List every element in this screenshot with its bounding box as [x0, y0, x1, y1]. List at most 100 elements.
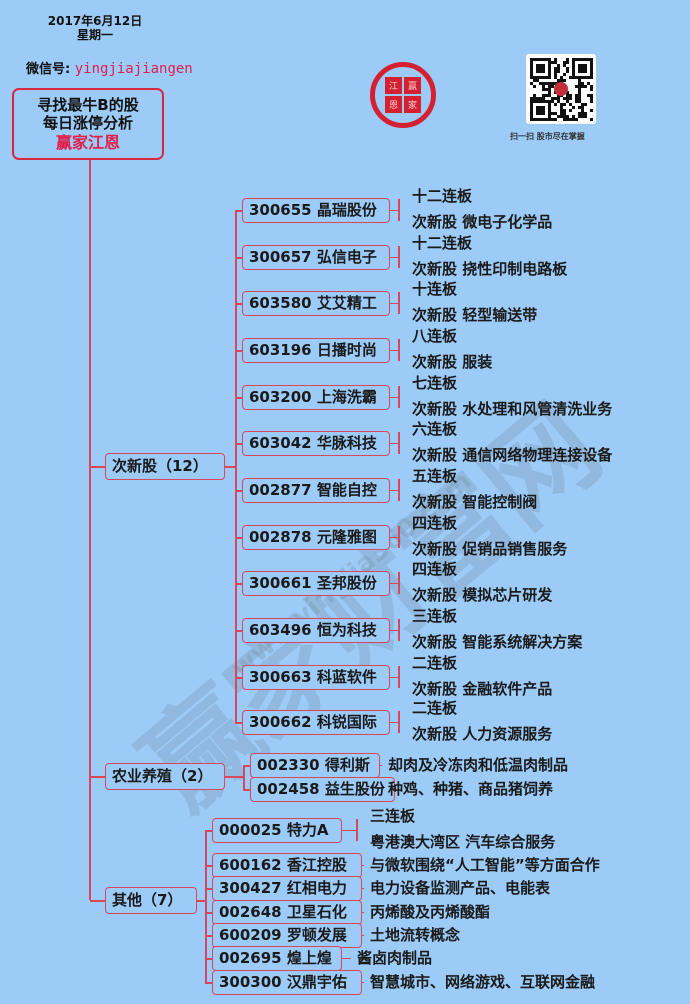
trunk-line [89, 160, 91, 900]
date-block: 2017年6月12日 星期一 [40, 14, 150, 42]
stock-node[interactable]: 603580 艾艾精工 [242, 291, 390, 316]
logo-char: 恩 [385, 96, 402, 113]
branch-connector [90, 776, 105, 778]
detail-text: 次新股 智能系统解决方案 [412, 633, 583, 651]
detail-text: 次新股 微电子化学品 [412, 213, 553, 231]
branch-spine [205, 830, 207, 982]
detail-text: 二连板 [412, 654, 458, 672]
stock-node[interactable]: 300657 弘信电子 [242, 245, 390, 270]
detail-text: 四连板 [412, 560, 458, 578]
detail-connector [342, 830, 356, 831]
detail-text: 八连板 [412, 327, 458, 345]
stock-node[interactable]: 300300 汉鼎宇佑 [212, 970, 362, 995]
branch-node[interactable]: 其他（7） [105, 887, 197, 914]
stock-node[interactable]: 600209 罗顿发展 [212, 923, 362, 948]
stock-node[interactable]: 000025 特力A [212, 818, 342, 843]
detail-text: 次新股 挠性印制电路板 [412, 260, 568, 278]
detail-text: 次新股 模拟芯片研发 [412, 586, 553, 604]
child-connector [235, 303, 242, 305]
detail-text: 智慧城市、网络游戏、互联网金融 [370, 973, 596, 991]
detail-text: 电力设备监测产品、电能表 [370, 879, 551, 897]
detail-bracket [356, 819, 358, 841]
detail-connector [390, 630, 398, 631]
root-node[interactable]: 寻找最牛B的股 每日涨停分析 赢家江恩 [12, 88, 164, 160]
stock-node[interactable]: 002458 益生股份 [250, 777, 395, 802]
detail-text: 次新股 水处理和风管清洗业务 [412, 400, 613, 418]
detail-connector [390, 397, 398, 398]
stock-node[interactable]: 600162 香江控股 [212, 853, 362, 878]
branch-node[interactable]: 农业养殖（2） [105, 763, 225, 790]
child-connector [205, 935, 212, 937]
branch-to-spine [197, 900, 205, 902]
child-connector [235, 722, 242, 724]
detail-connector [362, 982, 364, 983]
detail-connector [390, 303, 398, 304]
stock-node[interactable]: 300662 科锐国际 [242, 710, 390, 735]
branch-node[interactable]: 次新股（12） [105, 453, 225, 480]
stock-node[interactable]: 603496 恒为科技 [242, 618, 390, 643]
stock-node[interactable]: 002878 元隆雅图 [242, 525, 390, 550]
detail-connector [362, 888, 364, 889]
child-connector [235, 210, 242, 212]
branch-spine [235, 210, 237, 722]
child-connector [205, 958, 212, 960]
child-connector [235, 257, 242, 259]
logo-char: 赢 [404, 77, 421, 94]
stock-node[interactable]: 002648 卫星石化 [212, 900, 362, 925]
stock-node[interactable]: 300661 圣邦股份 [242, 571, 390, 596]
wechat-info: 微信号: yingjiajiangen [26, 58, 193, 77]
detail-text: 次新股 智能控制阀 [412, 493, 538, 511]
child-connector [235, 350, 242, 352]
detail-bracket [398, 479, 400, 501]
stock-node[interactable]: 002695 煌上煌 [212, 946, 342, 971]
weekday: 星期一 [76, 28, 113, 42]
detail-text: 三连板 [412, 607, 458, 625]
detail-bracket [398, 666, 400, 688]
stock-node[interactable]: 603042 华脉科技 [242, 431, 390, 456]
detail-bracket [398, 339, 400, 361]
detail-bracket [398, 711, 400, 733]
detail-connector [380, 765, 382, 766]
child-connector [243, 765, 250, 767]
detail-text: 四连板 [412, 514, 458, 532]
detail-text: 种鸡、种猪、商品猪饲养 [388, 780, 554, 798]
branch-connector [90, 466, 105, 468]
child-connector [235, 490, 242, 492]
detail-connector [362, 865, 364, 866]
stock-node[interactable]: 300427 红相电力 [212, 876, 362, 901]
detail-bracket [398, 432, 400, 454]
detail-connector [390, 443, 398, 444]
detail-connector [390, 490, 398, 491]
detail-connector [390, 583, 398, 584]
detail-bracket [398, 572, 400, 594]
child-connector [205, 865, 212, 867]
qr-caption: 扫一扫 股市尽在掌握 [510, 132, 585, 141]
detail-connector [362, 912, 364, 913]
detail-bracket [398, 619, 400, 641]
detail-bracket [398, 526, 400, 548]
detail-connector [390, 677, 398, 678]
branch-to-spine [225, 776, 243, 778]
child-connector [235, 583, 242, 585]
detail-text: 次新股 人力资源服务 [412, 725, 553, 743]
branch-to-spine [225, 466, 235, 468]
stock-node[interactable]: 002330 得利斯 [250, 753, 380, 778]
stock-node[interactable]: 603196 日播时尚 [242, 338, 390, 363]
stock-node[interactable]: 300663 科蓝软件 [242, 665, 390, 690]
detail-connector [390, 350, 398, 351]
detail-text: 五连板 [412, 467, 458, 485]
root-title-1: 寻找最牛B的股 [37, 96, 139, 114]
stock-node[interactable]: 603200 上海洗霸 [242, 385, 390, 410]
detail-text: 二连板 [412, 699, 458, 717]
child-connector [235, 397, 242, 399]
child-connector [205, 888, 212, 890]
root-title-2: 每日涨停分析 [42, 114, 133, 132]
detail-text: 丙烯酸及丙烯酸酯 [370, 903, 491, 921]
detail-bracket [398, 386, 400, 408]
date: 2017年6月12日 [47, 14, 143, 28]
stock-node[interactable]: 300655 晶瑞股份 [242, 198, 390, 223]
stock-node[interactable]: 002877 智能自控 [242, 478, 390, 503]
logo-char: 家 [404, 96, 421, 113]
detail-connector [390, 722, 398, 723]
child-connector [235, 677, 242, 679]
